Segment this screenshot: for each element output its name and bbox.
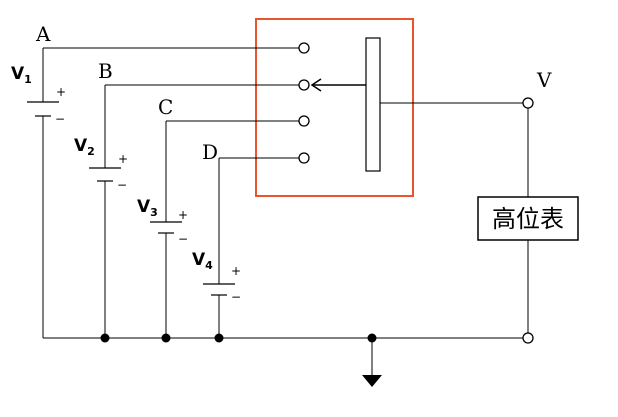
battery-v2	[89, 167, 121, 182]
switch-bar	[365, 37, 381, 172]
battery-v4-label: V4	[192, 250, 213, 272]
wire-d	[218, 157, 299, 338]
ground-symbol-icon	[362, 338, 382, 387]
node-b-label: B	[98, 59, 113, 83]
battery-v1	[27, 101, 59, 117]
node-c-label: C	[158, 95, 173, 119]
battery-v1-minus: −	[55, 112, 65, 126]
battery-v1-label: V1	[11, 64, 32, 86]
battery-v3-minus: −	[178, 232, 188, 246]
meter-box	[477, 196, 579, 241]
node-a-label: A	[35, 22, 51, 46]
battery-v3-plus: +	[178, 208, 188, 222]
wire-b	[104, 84, 299, 338]
battery-v2-minus: −	[117, 178, 127, 192]
battery-v4-plus: +	[231, 264, 241, 278]
switch-terminal-d	[298, 152, 310, 164]
switch-terminal-c	[298, 115, 310, 127]
wire-a	[42, 47, 299, 338]
wire-c	[165, 120, 299, 338]
junction-dot	[100, 333, 110, 343]
junction-dot	[161, 333, 171, 343]
battery-v4-minus: −	[231, 290, 241, 304]
terminal-v	[522, 97, 534, 109]
terminal-ground	[522, 332, 534, 344]
battery-v2-plus: +	[118, 152, 128, 166]
battery-v1-plus: +	[56, 85, 66, 99]
switch-terminal-b	[298, 79, 310, 91]
junction-dot	[214, 333, 224, 343]
battery-v3-label: V3	[137, 197, 158, 219]
node-v-label: V	[536, 68, 552, 92]
wiper-arrow	[310, 78, 366, 92]
battery-v4	[203, 283, 235, 296]
battery-v3	[150, 221, 182, 234]
selector-switch-box	[255, 18, 414, 197]
meter-label: 高位表	[492, 205, 564, 233]
switch-terminal-a	[298, 42, 310, 54]
battery-v2-label: V2	[74, 136, 95, 158]
node-d-label: D	[202, 140, 218, 164]
